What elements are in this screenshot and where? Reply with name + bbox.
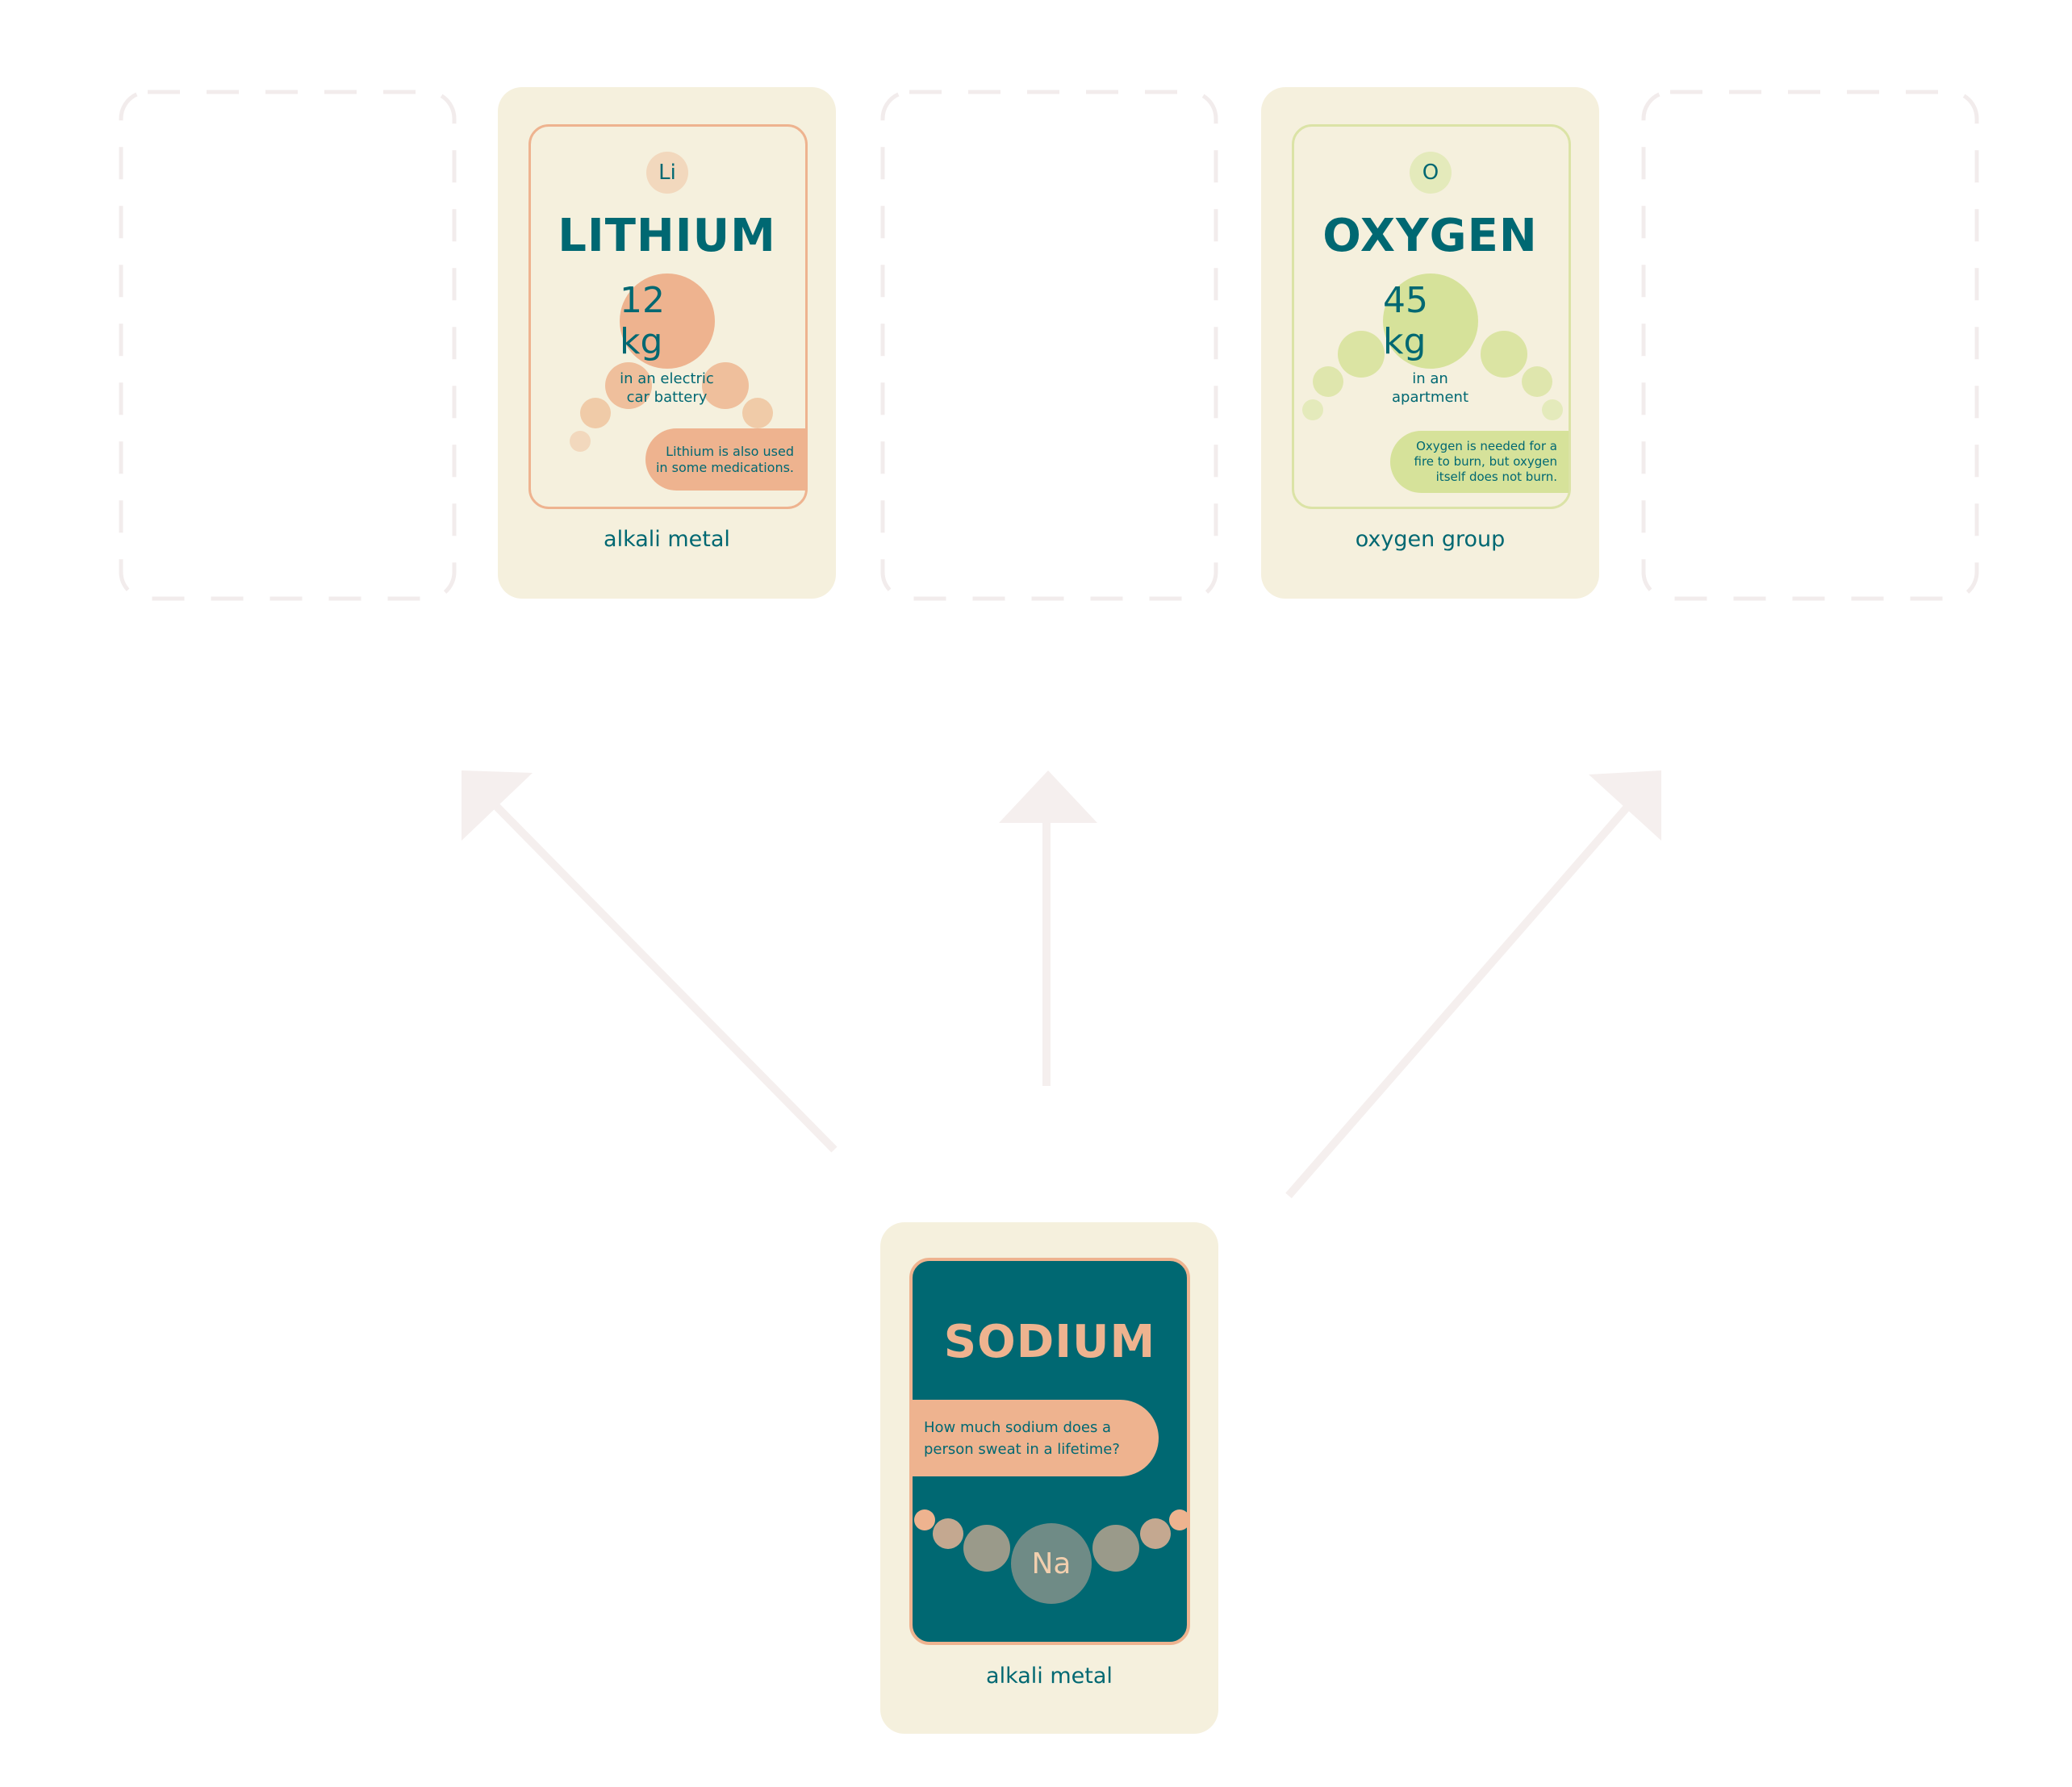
decor-circle [1302,399,1323,420]
sodium-card[interactable]: SODIUM How much sodium does a person swe… [880,1222,1218,1734]
element-group: alkali metal [986,1664,1113,1689]
arrow-to-slot-left [462,770,838,1153]
decor-circle [1092,1525,1139,1572]
decor-circle [1542,399,1563,420]
decor-circle [914,1509,935,1530]
element-group: alkali metal [604,527,730,552]
decor-circle [702,362,749,409]
decor-circle [1338,331,1385,378]
element-group: oxygen group [1355,527,1506,552]
question-pill: How much sodium does a person sweat in a… [913,1400,1159,1476]
decor-circle [1140,1518,1171,1549]
lithium-card[interactable]: Li LITHIUM 12 kg in an electric car batt… [498,87,836,599]
decor-circle [742,398,773,428]
amount-caption: in an electric car battery [620,370,714,406]
empty-slot-3[interactable] [880,90,1218,601]
decor-circle [1313,366,1343,397]
empty-slot-5[interactable] [1641,90,1979,601]
fact-pill: Oxygen is needed for a fire to burn, but… [1390,431,1569,493]
element-symbol: Li [646,152,688,194]
element-symbol: Na [1011,1523,1092,1604]
decor-circle [570,431,591,452]
decor-circle [1481,331,1527,378]
decor-circle [605,362,652,409]
decor-circle [933,1518,963,1549]
sodium-card-face: SODIUM How much sodium does a person swe… [909,1258,1190,1645]
element-name: SODIUM [943,1316,1156,1368]
arrow-to-slot-middle [999,770,1097,1086]
decor-circle [580,398,611,428]
fact-pill: Lithium is also used in some medications… [645,428,805,491]
element-name: LITHIUM [558,210,776,262]
element-name: OXYGEN [1322,210,1538,262]
amount-caption: in an apartment [1391,370,1469,406]
element-symbol: O [1410,152,1452,194]
arrow-to-slot-right [1285,770,1661,1199]
decor-circle [1522,366,1552,397]
decor-circle [963,1525,1010,1572]
empty-slot-1[interactable] [119,90,457,601]
decor-circle [1169,1509,1187,1530]
oxygen-card-face [1292,124,1571,509]
oxygen-card[interactable]: O OXYGEN 45 kg in an apartment Oxygen is… [1261,87,1599,599]
